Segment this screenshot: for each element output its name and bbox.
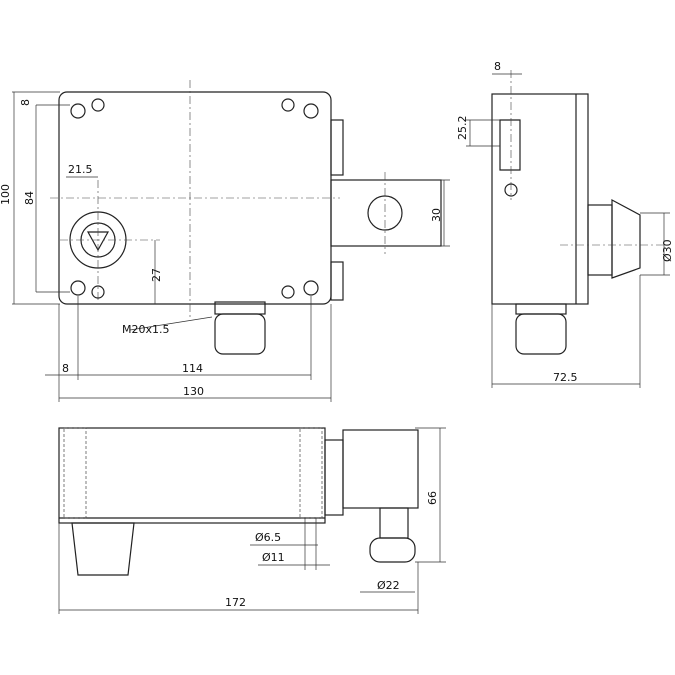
dim-depth: 72.5 (553, 371, 578, 384)
dim-height-66: 66 (426, 491, 439, 505)
dim-hole-spacing-h: 114 (182, 362, 203, 375)
screw-icon (70, 98, 319, 299)
dim-hole-small: Ø6.5 (255, 531, 281, 544)
dim-left-hole-offset: 8 (62, 362, 69, 375)
dim-total-width: 172 (225, 596, 246, 609)
dim-shaft-height: 30 (430, 208, 443, 222)
dim-hole-large: Ø11 (262, 551, 285, 564)
bottom-view: Ø6.5 Ø11 66 Ø22 172 (58, 427, 446, 614)
thread-label: M20x1.5 (122, 323, 170, 336)
dim-top-hole-offset: 8 (19, 99, 32, 106)
dim-width: 130 (183, 385, 204, 398)
dim-hole-spacing-v: 84 (23, 191, 36, 205)
front-view: 8 100 84 21.5 27 30 M20x1.5 8 114 130 (0, 80, 450, 402)
dim-slot-height: 25.2 (456, 116, 469, 141)
dim-slot-width: 8 (494, 60, 501, 73)
dim-actuator-x: 21.5 (68, 163, 93, 176)
dim-height: 100 (0, 184, 12, 205)
dim-knob-diameter-22: Ø22 (377, 579, 400, 592)
side-view: 8 25.2 Ø30 72.5 (456, 60, 674, 388)
dim-actuator-y: 27 (150, 268, 163, 282)
dim-knob-diameter: Ø30 (661, 239, 674, 262)
